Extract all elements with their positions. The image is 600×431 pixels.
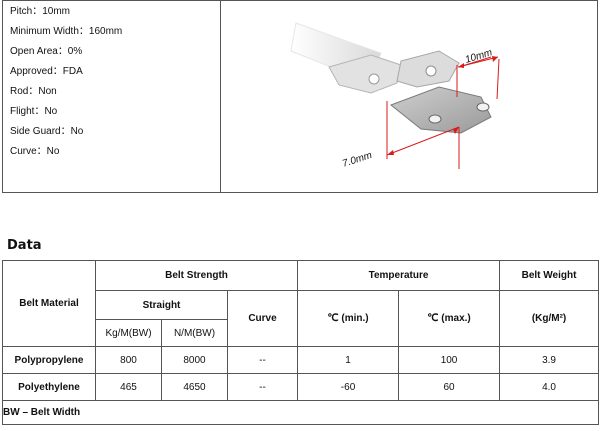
- header-temp-max: ℃ (max.): [398, 290, 501, 347]
- row-weight: 4.0: [499, 373, 600, 401]
- spec-side-guard: Side Guard：No: [10, 126, 84, 137]
- header-belt-weight: Belt Weight: [499, 260, 600, 291]
- header-curve: Curve: [226, 290, 299, 347]
- footnote: BW – Belt Width: [1, 400, 600, 425]
- header-kgm: Kg/M(BW): [95, 319, 162, 347]
- header-belt-material: Belt Material: [2, 260, 96, 347]
- row-curve: --: [226, 346, 299, 374]
- row-kgm: 800: [95, 346, 162, 374]
- spec-pitch: Pitch：10mm: [10, 6, 71, 17]
- spec-approved: Approved：FDA: [10, 66, 83, 77]
- row-temp-min: -60: [297, 373, 400, 401]
- row-temp-min: 1: [297, 346, 400, 374]
- row-temp-max: 60: [398, 373, 501, 401]
- spec-rod: Rod：Non: [10, 86, 57, 97]
- row-temp-max: 100: [398, 346, 501, 374]
- link-hole-4: [476, 102, 490, 112]
- row-kgm: 465: [95, 373, 162, 401]
- row-nm: 4650: [161, 373, 228, 401]
- header-straight: Straight: [95, 290, 228, 320]
- spec-curve: Curve：No: [10, 146, 60, 157]
- link-hole-1: [368, 73, 380, 85]
- belt-drawing: 10mm 7.0mm: [221, 1, 597, 192]
- belt-module-illustration: 10mm 7.0mm: [290, 22, 500, 170]
- row-nm: 8000: [161, 346, 228, 374]
- table-row: Polyethylene 465 4650 -- -60 60 4.0: [2, 373, 600, 401]
- spec-list: Pitch：10mm Minimum Width：160mm Open Area…: [3, 1, 221, 192]
- header-temp-min: ℃ (min.): [297, 290, 400, 347]
- section-title: Data: [7, 238, 42, 253]
- depth-dimension: [386, 101, 460, 169]
- spec-panel: Pitch：10mm Minimum Width：160mm Open Area…: [2, 0, 598, 193]
- spec-flight: Flight：No: [10, 106, 58, 117]
- spec-minimum-width: Minimum Width：160mm: [10, 26, 123, 37]
- depth-dimension-label: 7.0mm: [341, 150, 373, 170]
- pitch-dimension-label: 10mm: [464, 47, 494, 66]
- row-weight: 3.9: [499, 346, 600, 374]
- header-weight-unit: (Kg/M²): [499, 290, 600, 347]
- link-hole-2: [425, 65, 437, 77]
- header-temperature: Temperature: [297, 260, 501, 291]
- pitch-dimension: [456, 56, 500, 100]
- data-table: Belt Material Belt Strength Temperature …: [1, 260, 600, 425]
- row-material: Polyethylene: [2, 373, 96, 401]
- header-belt-strength: Belt Strength: [94, 260, 299, 291]
- table-row: Polypropylene 800 8000 -- 1 100 3.9: [2, 346, 600, 374]
- link-hole-3: [428, 114, 442, 124]
- belt-link-dark: [390, 86, 492, 134]
- belt-link-light: [328, 54, 402, 94]
- row-material: Polypropylene: [2, 346, 96, 374]
- header-nm: N/M(BW): [161, 319, 228, 347]
- row-curve: --: [226, 373, 299, 401]
- spec-open-area: Open Area：0%: [10, 46, 83, 57]
